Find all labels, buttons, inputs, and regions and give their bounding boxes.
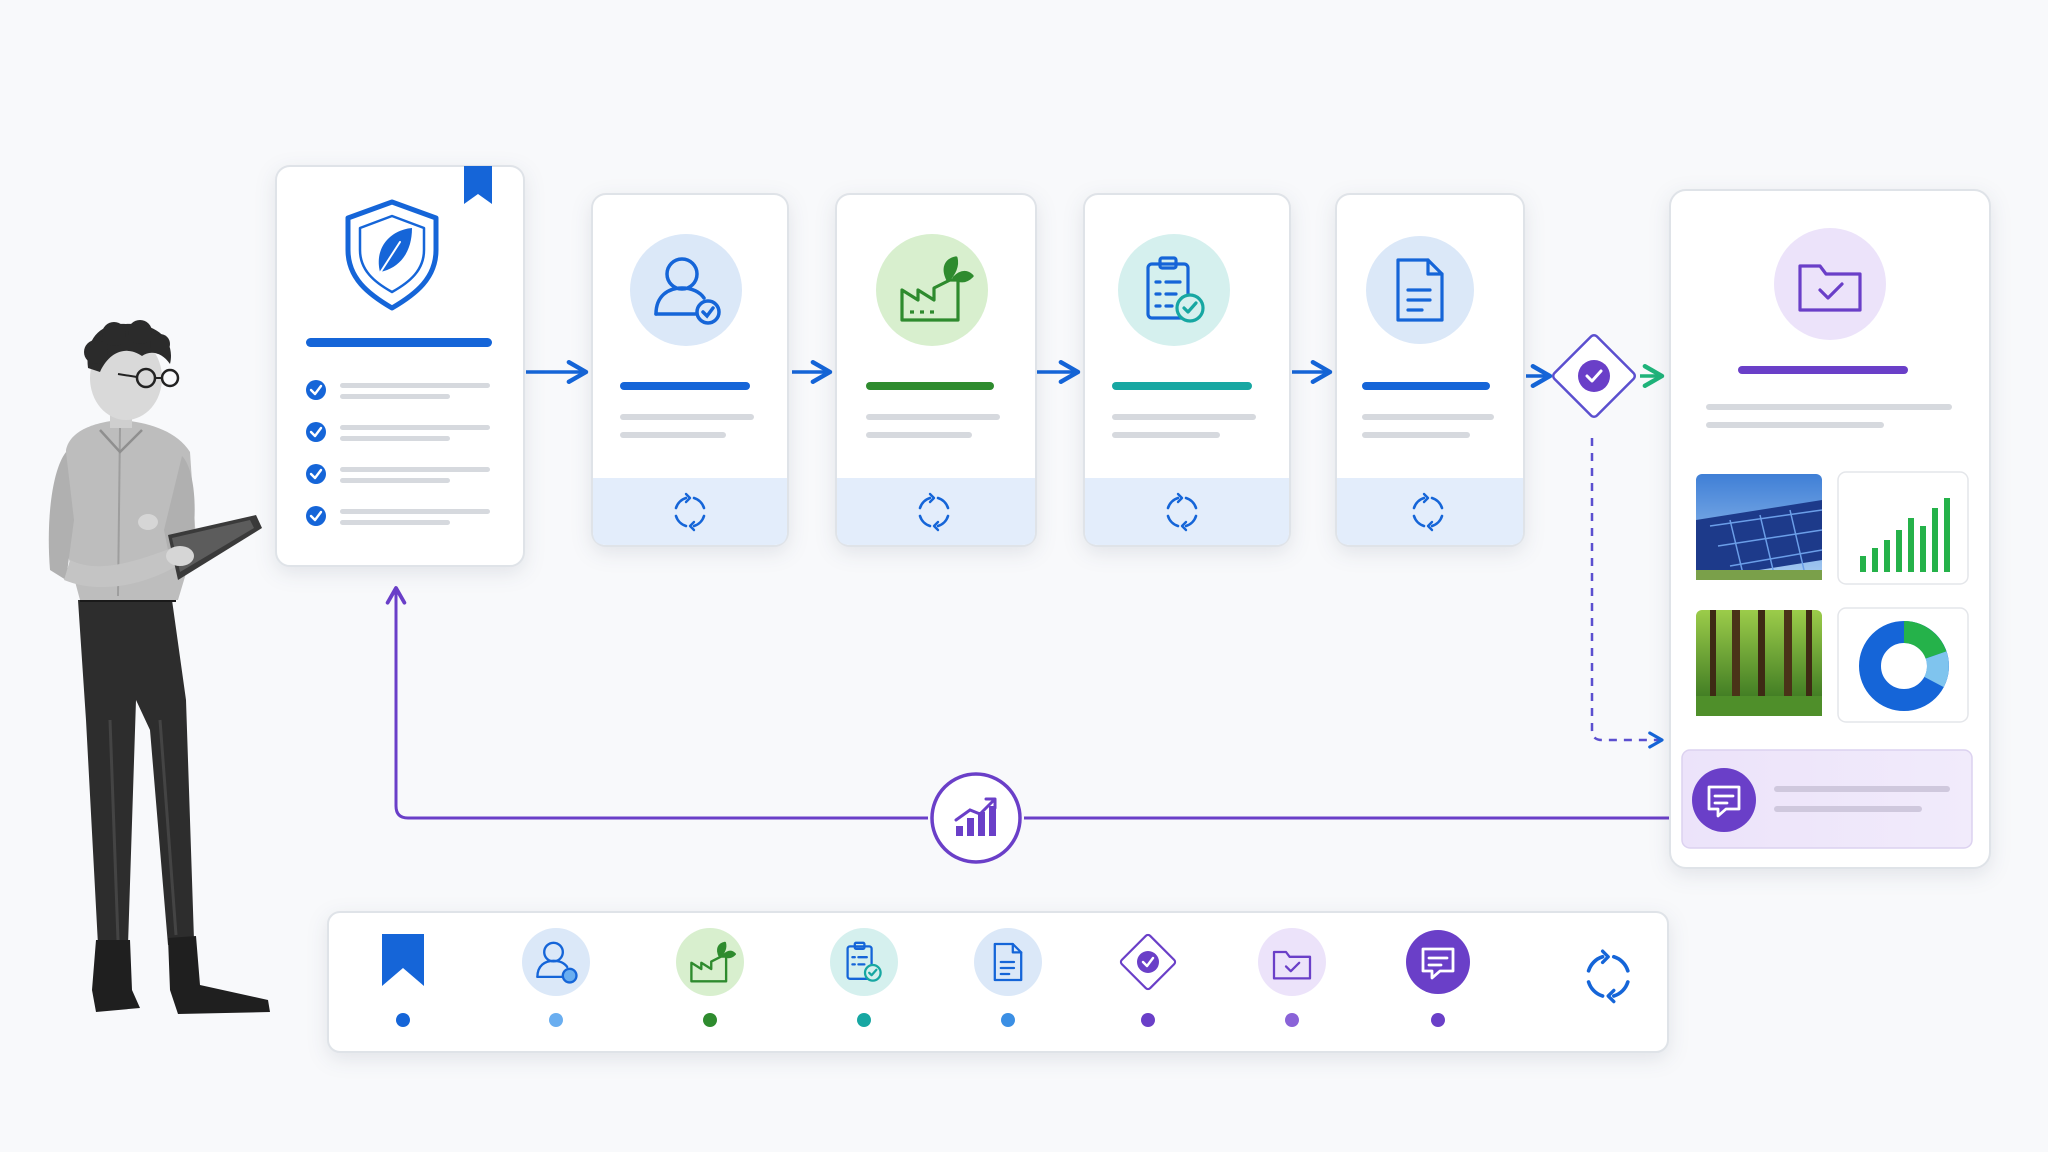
legend-item-comment[interactable] xyxy=(1406,930,1470,1027)
growth-chart-node[interactable] xyxy=(930,772,1022,864)
dashed-connector xyxy=(1590,438,1664,749)
legend-item-diamond[interactable] xyxy=(1119,933,1177,1027)
legend-item-bookmark[interactable] xyxy=(382,934,424,1027)
diamond-check-icon xyxy=(1137,951,1159,973)
shield-leaf-icon xyxy=(345,199,439,311)
legend-dot xyxy=(549,1013,563,1027)
flow-arrows xyxy=(526,359,1665,389)
user-check-icon xyxy=(654,257,721,325)
legend-dot xyxy=(1431,1013,1445,1027)
comment-icon xyxy=(1421,947,1455,980)
checklist-item xyxy=(306,422,490,442)
person-with-tablet-figure xyxy=(48,320,270,1014)
facility-card[interactable] xyxy=(835,193,1037,547)
legend-dot xyxy=(857,1013,871,1027)
archive-card[interactable] xyxy=(1669,189,1991,869)
clipboard-check-icon xyxy=(1146,256,1205,323)
legend-dot xyxy=(703,1013,717,1027)
checklist-item xyxy=(306,380,490,400)
legend-dot xyxy=(1285,1013,1299,1027)
clipboard-check-icon xyxy=(846,941,882,982)
donut-chart-icon xyxy=(1837,607,1969,723)
legend-dot xyxy=(1141,1013,1155,1027)
card-accent-bar xyxy=(620,382,750,390)
bookmark-icon xyxy=(464,166,492,204)
solar-panels-photo xyxy=(1696,474,1823,580)
legend-item-clipboard[interactable] xyxy=(830,928,898,1027)
legend-item-factory[interactable] xyxy=(676,928,744,1027)
legend-item-user[interactable] xyxy=(522,928,590,1027)
checklist-item xyxy=(306,464,490,484)
card-accent-bar xyxy=(1112,382,1252,390)
approval-diamond[interactable] xyxy=(1551,333,1637,419)
legend-item-document[interactable] xyxy=(974,928,1042,1027)
document-icon xyxy=(1396,258,1444,322)
forest-photo xyxy=(1696,610,1822,716)
check-icon xyxy=(306,506,326,526)
card-accent-bar xyxy=(306,338,492,347)
profile-card[interactable] xyxy=(591,193,789,547)
bar-chart-icon xyxy=(1837,471,1969,585)
document-icon xyxy=(993,942,1023,982)
folder-check-icon xyxy=(1272,950,1312,980)
bookmark-icon xyxy=(382,934,424,986)
document-card[interactable] xyxy=(1335,193,1525,547)
legend-bar xyxy=(327,911,1669,1053)
legend-dot xyxy=(396,1013,410,1027)
diamond-check-icon xyxy=(1578,360,1610,392)
card-accent-bar xyxy=(1362,382,1490,390)
card-accent-bar xyxy=(866,382,994,390)
factory-leaf-icon xyxy=(900,256,974,322)
audit-card[interactable] xyxy=(1083,193,1291,547)
check-icon xyxy=(306,464,326,484)
checklist xyxy=(306,380,490,526)
legend-dot xyxy=(1001,1013,1015,1027)
policy-card[interactable] xyxy=(275,165,525,567)
check-icon xyxy=(306,422,326,442)
factory-leaf-icon xyxy=(690,941,736,983)
user-check-icon xyxy=(536,941,578,984)
checklist-item xyxy=(306,506,490,526)
comment-box[interactable] xyxy=(1681,749,1973,849)
folder-check-icon xyxy=(1798,264,1862,312)
comment-icon xyxy=(1707,785,1741,818)
check-icon xyxy=(306,380,326,400)
card-accent-bar xyxy=(1738,366,1908,374)
legend-item-folder[interactable] xyxy=(1258,928,1326,1027)
feedback-loop-connector xyxy=(385,586,1670,820)
growth-chart-icon xyxy=(954,797,997,836)
